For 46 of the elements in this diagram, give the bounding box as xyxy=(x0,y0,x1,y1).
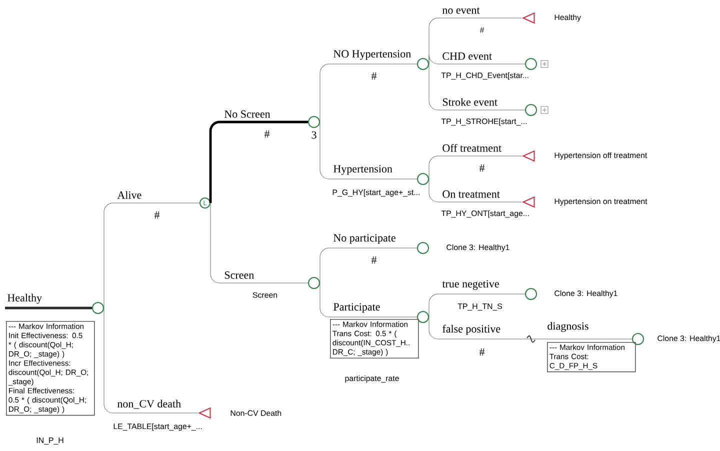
branch-line xyxy=(104,202,200,308)
branch-label: Alive xyxy=(117,191,142,199)
probability-label: # xyxy=(371,256,377,264)
branch-line xyxy=(428,294,526,318)
branch-label: false positive xyxy=(442,324,500,335)
branch-line xyxy=(104,308,198,414)
branch-line xyxy=(209,120,308,203)
branch-label: No Screen xyxy=(224,110,270,118)
branch-label: Healthy xyxy=(8,294,42,304)
branch-line xyxy=(320,248,418,284)
branch-label: no event xyxy=(442,8,480,14)
branch-label: NO Hypertension xyxy=(334,50,411,60)
branch-line xyxy=(428,54,526,64)
chance-node xyxy=(417,173,429,185)
chance-node xyxy=(92,302,104,314)
branch-line xyxy=(428,316,632,340)
branch-line xyxy=(320,282,418,318)
branch-line xyxy=(428,178,522,202)
branch-label: true negetive xyxy=(442,280,499,290)
branch-line xyxy=(320,64,418,122)
chance-node xyxy=(308,277,320,289)
chance-node xyxy=(417,58,429,70)
branch-line xyxy=(428,64,526,110)
branch-label: Off treatment xyxy=(442,144,502,152)
branch-label: CHD event xyxy=(442,52,492,60)
branch-label: No participate xyxy=(334,234,396,244)
branch-label: Screen xyxy=(224,271,254,279)
chance-node xyxy=(525,104,537,116)
probability-label: # xyxy=(479,348,485,356)
chance-node xyxy=(417,311,429,323)
branch-line xyxy=(428,156,522,180)
branch-label: non_CV death xyxy=(117,400,181,409)
probability-label: # xyxy=(264,130,270,138)
probability-label: # xyxy=(154,211,160,219)
branch-line xyxy=(320,122,418,180)
branch-label: Stroke event xyxy=(442,98,498,106)
branch-label: Participate xyxy=(334,303,380,313)
branch-line xyxy=(210,202,308,284)
probability-label: # xyxy=(371,72,377,80)
branch-label: On treatment xyxy=(442,190,500,198)
branch-line xyxy=(5,306,92,310)
probability-label: diagnosis xyxy=(548,322,588,332)
branch-label: Hypertension xyxy=(334,165,392,175)
chance-node xyxy=(525,58,537,70)
state-label: 3 xyxy=(312,131,316,139)
probability-label: # xyxy=(479,164,485,172)
